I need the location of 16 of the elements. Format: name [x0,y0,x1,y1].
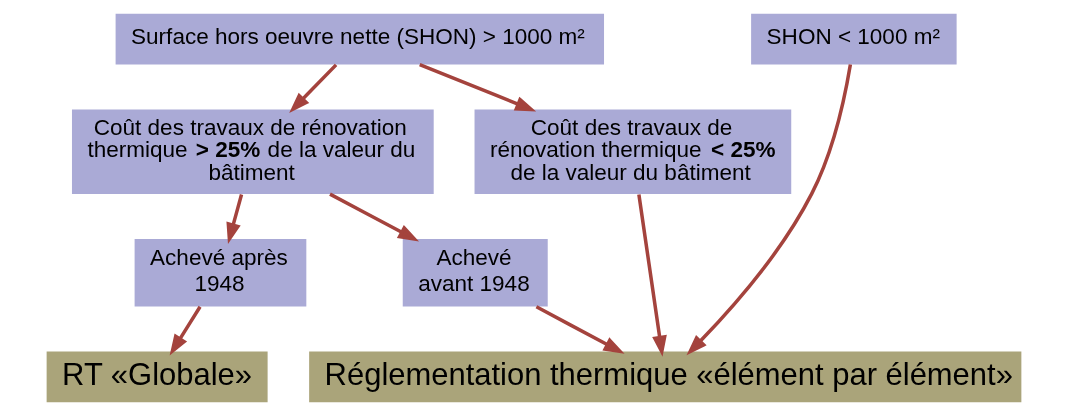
node-box: Surface hors oeuvre nette (SHON) > 1000 m² [115,13,605,65]
node-box: Coût des travaux de rénovation thermique > 25% de la valeur du bâtiment [71,109,434,194]
arrow [419,62,537,112]
arrow [289,63,338,113]
node-box: Achevé après 1948 [134,238,307,307]
node-box: Coût des travaux de rénovation thermique < 25% de la valeur du bâtiment [474,109,792,194]
arrow [169,305,202,356]
node-box: Achevé avant 1948 [402,238,548,307]
arrow [686,64,853,356]
arrow [637,194,667,357]
arrow [535,305,625,354]
node-box: RT «Globale» [46,351,268,403]
node-box: SHON < 1000 m² [751,13,957,65]
arrow [226,194,244,244]
arrow [329,192,420,242]
node-box: Réglementation thermique «élément par élément» [309,351,1022,403]
